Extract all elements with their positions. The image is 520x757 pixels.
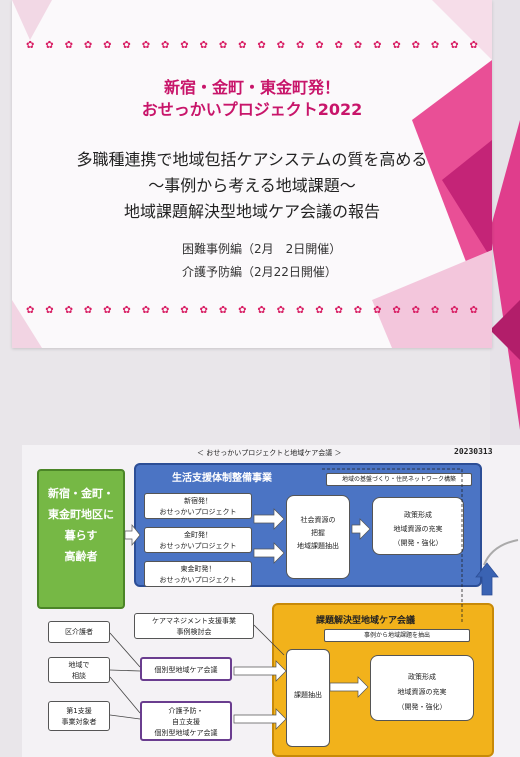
resource-box: 社会資源の 把握 地域課題抽出 (286, 495, 350, 579)
policy-line-1: 政策形成 (404, 511, 432, 519)
target-person-box: 第1支援 事業対象者 (48, 701, 110, 731)
policy-line-2: 地域資源の充実 (393, 525, 443, 533)
network-note: 地域の基盤づくり・住民ネットワーク構築 (326, 473, 472, 486)
support-system-section: 生活支援体制整備事業 地域の基盤づくり・住民ネットワーク構築 新宿発！ おせっか… (134, 463, 482, 587)
prevention-line-1: 介護予防・ (168, 707, 204, 715)
diagram-date: 20230313 (454, 447, 493, 456)
policy-line-3: （開発・強化） (393, 539, 443, 547)
policy-o-line-1: 政策形成 (408, 673, 436, 681)
diagram-slide: ＜ おせっかいプロジェクトと地域ケア会議 ＞ 20230313 新宿・金町・ 東… (22, 445, 520, 757)
orange-title: 課題解決型地域ケア会議 (316, 616, 416, 626)
subtitle-line-2: 〜事例から考える地域課題〜 (148, 176, 356, 195)
title-slide: ✿✿✿✿✿✿✿✿✿✿✿✿✿✿✿✿✿✿✿✿✿✿✿✿ 新宿・金町・東金町発！ おせっ… (12, 0, 492, 348)
target-group-box: 新宿・金町・ 東金町地区に 暮らす 高齢者 (37, 469, 125, 609)
prevention-meeting-box: 介護予防・ 自立支援 個別型地域ケア会議 (140, 701, 232, 741)
target-line-1: 新宿・金町・ (48, 487, 114, 500)
project-shinjuku: 新宿発！ おせっかいプロジェクト (144, 493, 252, 519)
subtitle-line-3: 地域課題解決型地域ケア会議の報告 (123, 202, 380, 221)
policy-box-orange: 政策形成 地域資源の充実 （開発・強化） (370, 655, 474, 721)
title-line-2: おせっかいプロジェクト2022 (141, 100, 363, 119)
policy-box-blue: 政策形成 地域資源の充実 （開発・強化） (372, 497, 464, 555)
care-mgmt-box: ケアマネジメント支援事業 事例検討会 (134, 613, 254, 639)
policy-o-line-3: （開発・強化） (397, 703, 447, 711)
policy-o-line-2: 地域資源の充実 (397, 688, 447, 696)
issue-extraction-box: 課題抽出 (286, 649, 330, 747)
target-line-2: 東金町地区に (48, 508, 114, 521)
orange-subtitle: 事例から地域課題を抽出 (324, 629, 470, 642)
caregiver-box: 区介護者 (48, 621, 110, 643)
decorative-triangles (12, 0, 492, 348)
individual-meeting-box: 個別型地域ケア会議 (140, 657, 232, 681)
prevention-line-3: 個別型地域ケア会議 (154, 729, 218, 737)
target-line-3: 暮らす (64, 529, 98, 542)
care-mgmt-line-2: 事例検討会 (176, 628, 212, 636)
target-line-4: 高齢者 (64, 550, 98, 563)
resource-line-3: 地域課題抽出 (297, 542, 339, 550)
diagram-title: ＜ おせっかいプロジェクトと地域ケア会議 ＞ (197, 449, 342, 457)
project-higashikanamachi: 東金町発！ おせっかいプロジェクト (144, 561, 252, 587)
session-1: 困難事例編（2月 2日開催） (182, 242, 342, 256)
subtitle-line-1: 多職種連携で地域包括ケアシステムの質を高める (76, 150, 428, 169)
project-kanamachi: 金町発！ おせっかいプロジェクト (144, 527, 252, 553)
session-2: 介護予防編（2月22日開催） (182, 265, 337, 279)
consultation-box: 地域で 相談 (48, 657, 110, 683)
flower-border-bottom: ✿✿✿✿✿✿✿✿✿✿✿✿✿✿✿✿✿✿✿✿✿✿✿✿ (26, 305, 478, 316)
resource-line-1: 社会資源の (300, 516, 336, 524)
flower-border-top: ✿✿✿✿✿✿✿✿✿✿✿✿✿✿✿✿✿✿✿✿✿✿✿✿ (26, 40, 478, 51)
care-mgmt-line-1: ケアマネジメント支援事業 (152, 617, 236, 625)
prevention-line-2: 自立支援 (172, 718, 200, 726)
problem-solving-meeting-section: 課題解決型地域ケア会議 事例から地域課題を抽出 課題抽出 政策形成 地域資源の充… (272, 603, 494, 757)
resource-line-2: 把握 (311, 529, 325, 537)
diagram-arrows (109, 468, 519, 730)
support-system-title: 生活支援体制整備事業 (172, 473, 272, 484)
title-line-1: 新宿・金町・東金町発！ (163, 78, 340, 97)
